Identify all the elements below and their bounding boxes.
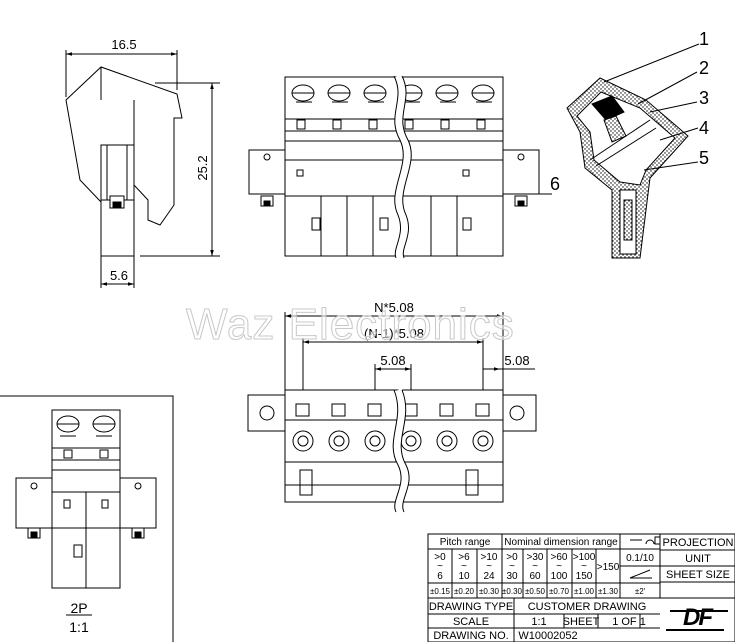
callout-4: 4 (699, 118, 709, 138)
callout-5: 5 (699, 148, 709, 168)
nominal-col-2-tol: ±0.50 (525, 587, 546, 596)
dim-n-minus-1-pitch: (N-1)*5.08 (364, 326, 424, 341)
section-view (566, 43, 700, 259)
callout-6: 6 (550, 174, 560, 194)
pitch-col-3-high: 24 (483, 571, 495, 582)
nominal-col-4-approx: ~ (581, 561, 587, 572)
scale-value: 1:1 (531, 616, 546, 628)
nominal-col-2-high: 60 (529, 571, 541, 582)
pitch-col-1-approx: ~ (437, 561, 443, 572)
nominal-col-3-tol: ±0.70 (549, 587, 570, 596)
drawing-type-label: DRAWING TYPE (429, 601, 513, 613)
unit-label: UNIT (685, 553, 711, 565)
nominal-col-3-approx: ~ (556, 561, 562, 572)
pitch-col-1-high: 6 (437, 571, 443, 582)
drawing-no-value: W10002052 (518, 630, 577, 642)
nominal-col-1-high: 30 (506, 571, 518, 582)
dim-pitch-outer: 5.08 (504, 353, 529, 368)
nominal-col-4-tol: ±1.00 (574, 587, 595, 596)
nominal-col-2-low: >30 (527, 552, 544, 563)
nominal-col-3-high: 100 (551, 571, 568, 582)
screw-heads-row (291, 84, 495, 103)
nominal-col-1-tol: ±0.30 (502, 587, 523, 596)
sheet-label: SHEET (563, 616, 600, 628)
nominal-range-header: Nominal dimension range (504, 537, 618, 548)
nominal-col-4-high: 150 (576, 571, 593, 582)
company-logo: DF (683, 604, 714, 631)
dim-bottom-offset: 5.6 (110, 268, 128, 283)
projection-label: PROJECTION (663, 537, 734, 549)
nominal-col-3-low: >60 (551, 552, 568, 563)
nominal-col-1-low: >0 (506, 552, 518, 563)
side-view (65, 50, 220, 288)
scale-label: SCALE (453, 616, 489, 628)
nominal-col-1-approx: ~ (509, 561, 515, 572)
pitch-col-2-approx: ~ (461, 561, 467, 572)
top-view (247, 312, 537, 514)
small-view-scale-label: 1:1 (69, 619, 89, 635)
dim-height-side: 25.2 (195, 155, 210, 180)
pitch-col-3-tol: ±0.30 (479, 587, 500, 596)
angle-tolerance: ±2' (635, 587, 646, 596)
pitch-col-2-tol: ±0.20 (454, 587, 475, 596)
pitch-col-3-approx: ~ (486, 561, 492, 572)
small-2p-view (0, 395, 174, 642)
nominal-col-4-low: >100 (573, 552, 596, 563)
sheet-size-label: SHEET SIZE (666, 569, 730, 581)
callout-2: 2 (699, 58, 709, 78)
top-view-terminals (292, 403, 494, 452)
sheet-value: 1 OF 1 (612, 616, 646, 628)
dim-width-top: 16.5 (111, 37, 136, 52)
small-view-pole-label: 2P (70, 600, 87, 616)
drawing-type-value: CUSTOMER DRAWING (528, 601, 647, 613)
drawing-no-label: DRAWING NO. (433, 630, 508, 642)
title-block-text: Pitch range Nominal dimension range PROJ… (429, 537, 734, 642)
dim-n-pitch: N*5.08 (374, 300, 414, 315)
front-view (248, 74, 552, 260)
callout-3: 3 (699, 88, 709, 108)
flatness-value: 0.1/10 (626, 553, 654, 564)
pitch-col-2-low: >6 (458, 552, 470, 563)
pitch-range-header: Pitch range (440, 537, 491, 548)
over-150: >150 (597, 562, 620, 573)
pitch-col-2-high: 10 (458, 571, 470, 582)
callout-1: 1 (699, 29, 709, 49)
pitch-col-1-tol: ±0.15 (430, 587, 451, 596)
dim-pitch-inner: 5.08 (380, 353, 405, 368)
nominal-col-2-approx: ~ (532, 561, 538, 572)
pitch-col-3-low: >10 (481, 552, 498, 563)
title-block (427, 533, 735, 642)
over-150-tol: ±1.30 (598, 587, 619, 596)
pitch-col-1-low: >0 (434, 552, 446, 563)
